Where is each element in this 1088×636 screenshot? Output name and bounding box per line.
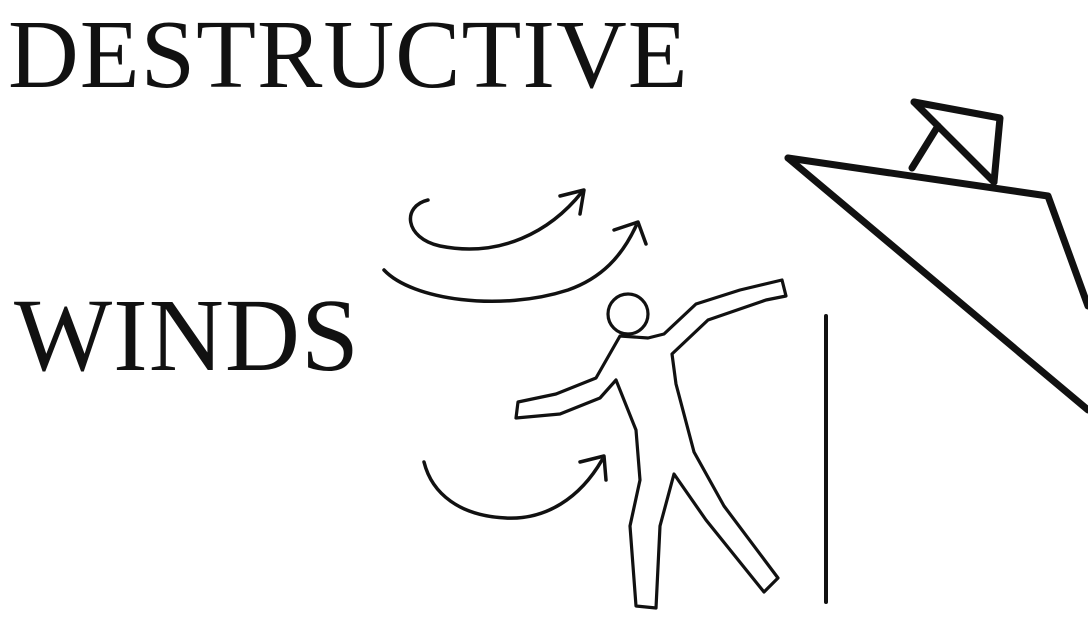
person-figure-icon <box>516 280 786 608</box>
wind-arrow-icon <box>410 190 584 249</box>
wind-arrow-icon <box>384 222 646 301</box>
wind-arrow-icon <box>424 456 606 518</box>
roof-structure-icon <box>788 102 1088 410</box>
